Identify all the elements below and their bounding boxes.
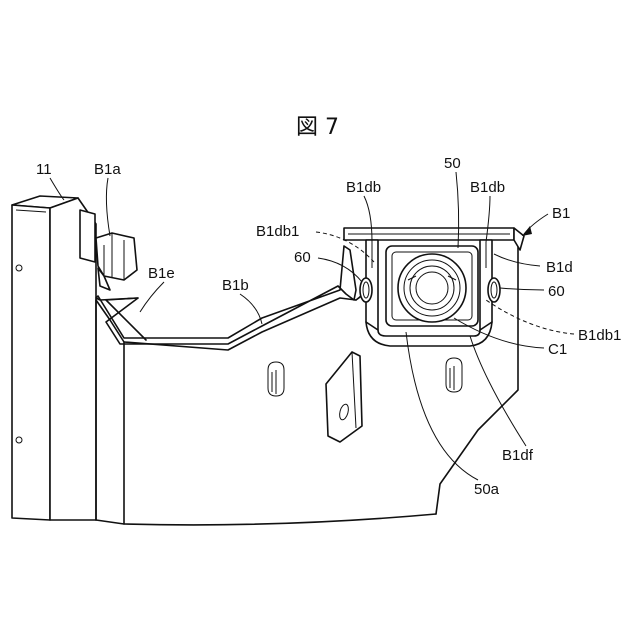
leader-b1e bbox=[140, 282, 164, 312]
bracket-b1d bbox=[344, 228, 524, 346]
leader-b1db1-right bbox=[486, 300, 574, 334]
leader-60-left bbox=[318, 258, 362, 282]
label-b1: B1 bbox=[552, 205, 570, 222]
label-60-right: 60 bbox=[548, 283, 565, 300]
leader-b1a bbox=[106, 178, 110, 236]
label-b1b: B1b bbox=[222, 277, 249, 294]
label-b1a: B1a bbox=[94, 161, 121, 178]
label-b1db1-right: B1db1 bbox=[578, 327, 621, 344]
label-b1db1-left: B1db1 bbox=[256, 223, 299, 240]
leader-50a bbox=[406, 332, 478, 480]
leader-60-right bbox=[500, 288, 544, 290]
label-11: 11 bbox=[36, 161, 52, 178]
label-b1df: B1df bbox=[502, 447, 534, 464]
label-b1d: B1d bbox=[546, 259, 573, 276]
leader-b1d bbox=[494, 254, 540, 266]
label-b1db-right: B1db bbox=[470, 179, 505, 196]
label-b1e: B1e bbox=[148, 265, 175, 282]
label-b1db-left: B1db bbox=[346, 179, 381, 196]
label-c1: C1 bbox=[548, 341, 567, 358]
label-50a: 50a bbox=[474, 481, 500, 498]
figure-title: 図 7 bbox=[296, 115, 339, 140]
leader-lines bbox=[50, 172, 574, 480]
label-50: 50 bbox=[444, 155, 461, 172]
label-60-left: 60 bbox=[294, 249, 311, 266]
